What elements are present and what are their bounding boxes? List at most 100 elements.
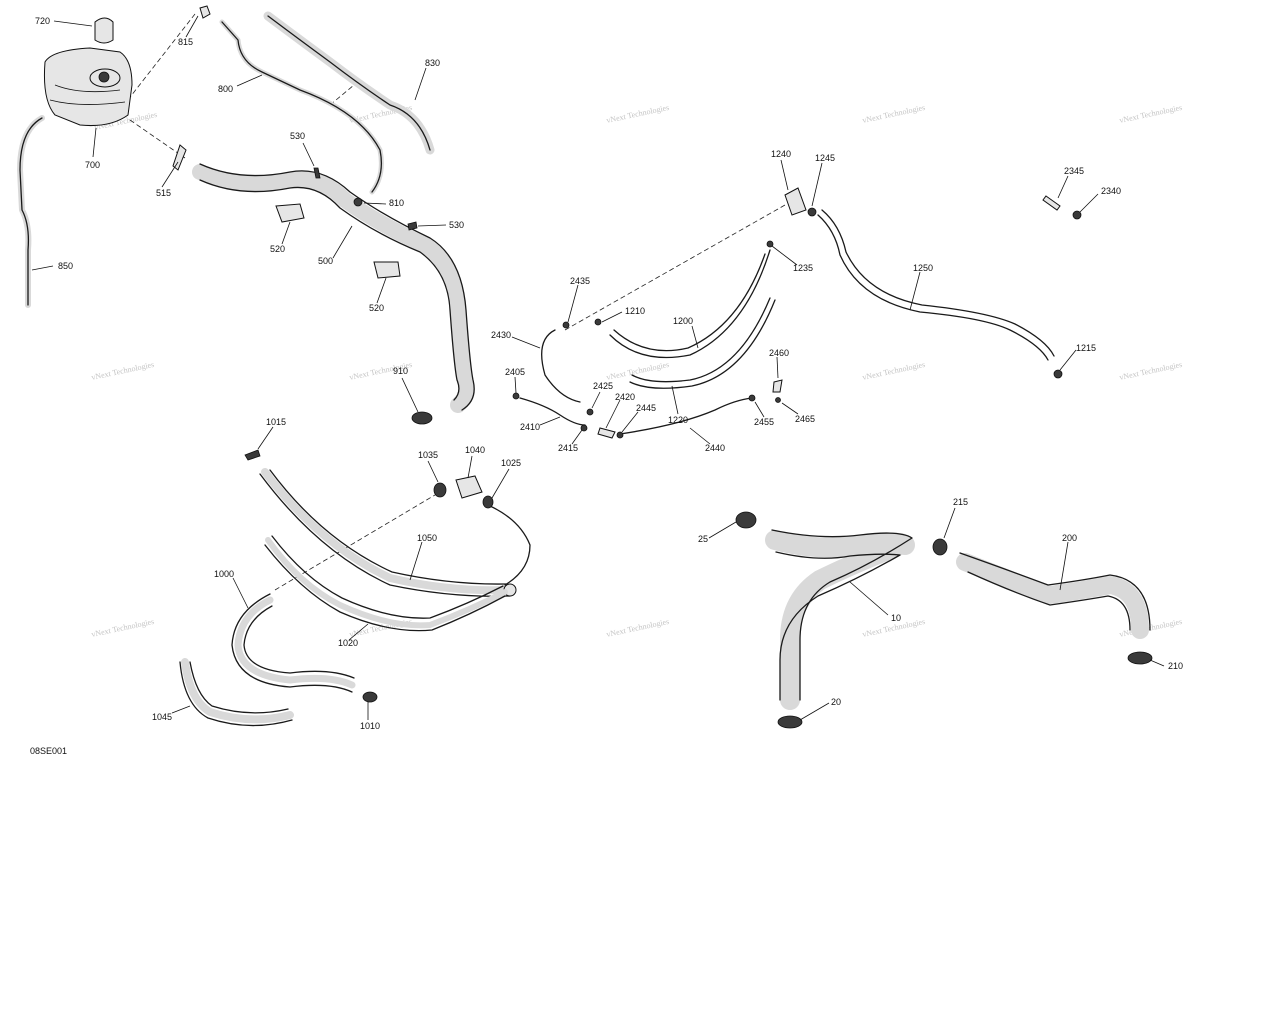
- callout-1000: 1000: [214, 569, 234, 579]
- watermark: vNext Technologies: [862, 360, 926, 382]
- hose-2430: [541, 329, 581, 403]
- tank-cap-icon: [94, 17, 114, 44]
- callout-1035: 1035: [418, 450, 438, 460]
- figure-id: 08SE001: [30, 746, 67, 756]
- callout-200: 200: [1062, 533, 1077, 543]
- clamp-520-icon: [373, 261, 401, 279]
- callout-815: 815: [178, 37, 193, 47]
- connector-2420-icon: [597, 427, 616, 439]
- hose-2440: [619, 397, 753, 435]
- hose-1050-edge-a: [259, 473, 511, 597]
- callout-530: 530: [449, 220, 464, 230]
- callout-500: 500: [318, 256, 333, 266]
- hose-1045-fill: [181, 658, 294, 724]
- clamp-2425-icon: [586, 408, 594, 416]
- callout-1010: 1010: [360, 721, 380, 731]
- pipe-10-edge-b: [775, 551, 901, 701]
- watermark: vNext Technologies: [1119, 617, 1183, 639]
- callout-1220: 1220: [668, 415, 688, 425]
- hose-1220: [631, 297, 771, 383]
- watermark: vNext Technologies: [91, 617, 155, 639]
- hose-1020-fill: [265, 537, 508, 629]
- hose-1050-fill: [261, 468, 512, 595]
- callout-2460: 2460: [769, 348, 789, 358]
- callout-810: 810: [389, 198, 404, 208]
- callout-530: 530: [290, 131, 305, 141]
- fitting-1015-icon: [244, 449, 261, 461]
- callout-1025: 1025: [501, 458, 521, 468]
- tee-1240-icon: [784, 187, 807, 216]
- hose-200-fill: [956, 553, 1149, 639]
- hose-500-edge-top: [199, 163, 475, 411]
- callout-1240: 1240: [771, 149, 791, 159]
- hose-800: [221, 21, 383, 193]
- hose-800-fill: [219, 19, 384, 195]
- hose-830: [267, 15, 431, 151]
- callout-1235: 1235: [793, 263, 813, 273]
- screw-530-icon: [313, 167, 321, 179]
- callout-2425: 2425: [593, 381, 613, 391]
- clamp-1235-icon: [766, 240, 774, 248]
- clamp-810-icon: [353, 197, 363, 207]
- watermark: vNext Technologies: [1119, 360, 1183, 382]
- hose-1000-edge-b: [243, 605, 355, 679]
- clamp-2415-icon: [580, 424, 588, 432]
- watermark: vNext Technologies: [606, 103, 670, 125]
- callout-10: 10: [891, 613, 901, 623]
- hose-1220-edge: [629, 299, 776, 389]
- callout-2435: 2435: [570, 276, 590, 286]
- clamp-210-icon: [1127, 651, 1153, 665]
- callout-2420: 2420: [615, 392, 635, 402]
- callout-2405: 2405: [505, 367, 525, 377]
- expansion-tank-icon: [44, 47, 133, 126]
- hose-1200: [609, 249, 771, 359]
- callout-830: 830: [425, 58, 440, 68]
- clamp-520-icon: [275, 203, 305, 223]
- clamp-1245-icon: [807, 207, 817, 217]
- callout-2345: 2345: [1064, 166, 1084, 176]
- hose-850: [19, 117, 43, 306]
- hose-1000-fill: [234, 596, 356, 689]
- callout-2465: 2465: [795, 414, 815, 424]
- hose-1020-edge-b: [271, 535, 504, 619]
- watermark: vNext Technologies: [1119, 103, 1183, 125]
- callout-515: 515: [156, 188, 171, 198]
- callout-1250: 1250: [913, 263, 933, 273]
- callout-215: 215: [953, 497, 968, 507]
- pipe-10-fill: [765, 530, 915, 710]
- hose-1045-edge-a: [179, 661, 293, 727]
- clamp-215-icon: [932, 538, 948, 556]
- callout-210: 210: [1168, 661, 1183, 671]
- callout-25: 25: [698, 534, 708, 544]
- callouts: 720 815 830 800 700 515 530 810 530 520 …: [35, 16, 1183, 731]
- callout-1045: 1045: [152, 712, 172, 722]
- callout-720: 720: [35, 16, 50, 26]
- tee-1040-icon: [455, 475, 483, 499]
- watermark: vNext Technologies: [606, 360, 670, 382]
- callout-800: 800: [218, 84, 233, 94]
- clamp-910-icon: [411, 411, 433, 425]
- leader-lines: [31, 15, 1165, 721]
- clamp-2405-icon: [512, 392, 520, 400]
- callout-1210: 1210: [625, 306, 645, 316]
- callout-2455: 2455: [754, 417, 774, 427]
- sensor-2345-icon: [1042, 195, 1061, 211]
- callout-1015: 1015: [266, 417, 286, 427]
- washer-2340-icon: [1072, 210, 1082, 220]
- callout-910: 910: [393, 366, 408, 376]
- watermark: vNext Technologies: [606, 617, 670, 639]
- assembly-lines: [119, 13, 901, 591]
- clamp-1025-icon: [482, 495, 494, 509]
- clamp-1010-icon: [362, 691, 378, 703]
- valve-2460-icon: [772, 379, 783, 393]
- clamp-20-icon: [777, 715, 803, 729]
- watermark: vNext Technologies: [862, 103, 926, 125]
- hose-1250-edge: [821, 209, 1055, 357]
- bracket-515-icon: [172, 144, 187, 171]
- callout-2410: 2410: [520, 422, 540, 432]
- callout-850: 850: [58, 261, 73, 271]
- callout-1040: 1040: [465, 445, 485, 455]
- callout-1215: 1215: [1076, 343, 1096, 353]
- callout-2415: 2415: [558, 443, 578, 453]
